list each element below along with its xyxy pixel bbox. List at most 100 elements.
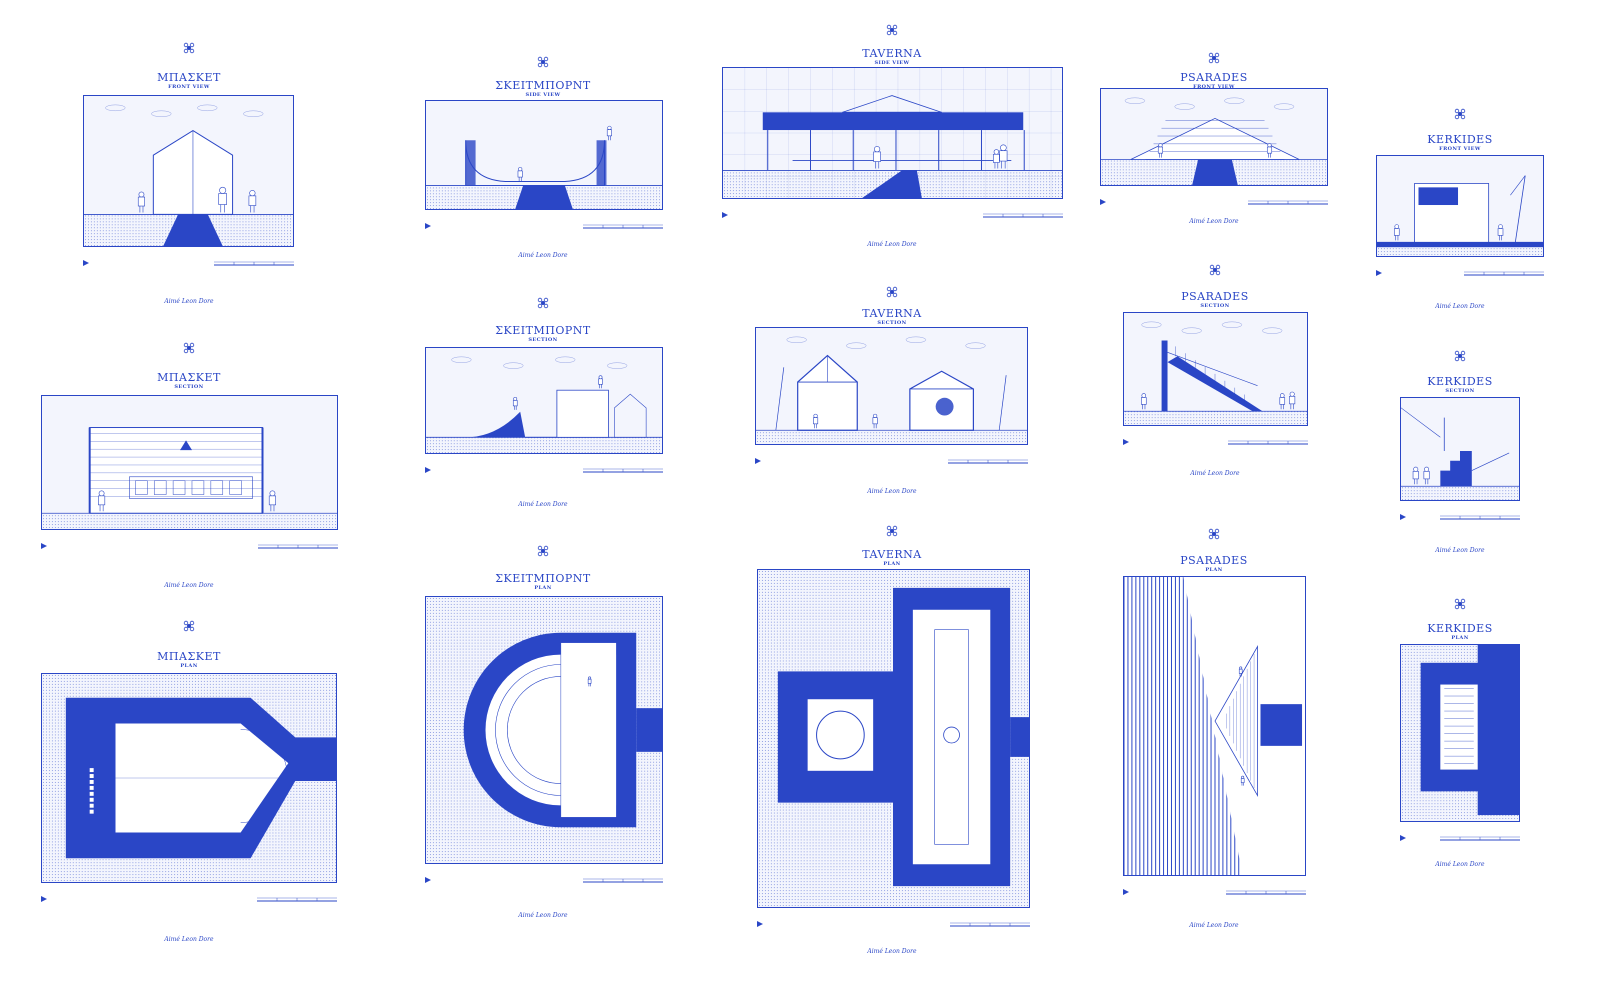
sheet-title-sub: SECTION	[528, 337, 558, 343]
north-arrow-icon	[755, 449, 763, 464]
flower-emblem-icon	[1453, 106, 1467, 120]
scale-bar	[983, 203, 1063, 218]
architectural-drawing	[722, 67, 1063, 199]
sheet-title-sub: FRONT VIEW	[168, 84, 210, 90]
north-arrow-icon	[425, 868, 433, 883]
north-arrow-icon	[41, 534, 49, 549]
signature-text: Aimé Leon Dore	[867, 948, 917, 955]
sheet-title-main: KERKIDES	[1427, 622, 1493, 635]
sheet-title-main: ΜΠΑΣΚΕΤ	[157, 650, 221, 663]
sheet-title-main: TAVERNA	[862, 307, 922, 320]
sheet-title-sub: SECTION	[1445, 388, 1475, 394]
architectural-drawing	[41, 673, 337, 883]
scale-bar	[948, 449, 1028, 464]
sheet-title-main: PSARADES	[1180, 554, 1248, 567]
north-arrow-icon	[1123, 880, 1131, 895]
signature-text: Aimé Leon Dore	[164, 936, 214, 943]
sheet-title-main: KERKIDES	[1427, 133, 1493, 146]
architectural-drawing	[755, 327, 1028, 445]
architectural-drawing	[1100, 88, 1328, 186]
scale-bar	[1440, 505, 1520, 520]
north-arrow-icon	[722, 203, 730, 218]
flower-emblem-icon	[536, 295, 550, 309]
flower-emblem-icon	[885, 22, 899, 36]
architectural-drawing	[41, 395, 338, 530]
signature-text: Aimé Leon Dore	[1189, 922, 1239, 929]
signature-text: Aimé Leon Dore	[518, 501, 568, 508]
flower-emblem-icon	[536, 54, 550, 68]
flower-emblem-icon	[536, 543, 550, 557]
sheet-title-sub: FRONT VIEW	[1193, 84, 1235, 90]
sheet-title-sub: SIDE VIEW	[525, 92, 561, 98]
signature-text: Aimé Leon Dore	[518, 912, 568, 919]
sheet-title-sub: SECTION	[1200, 303, 1230, 309]
sheet-title-sub: PLAN	[534, 585, 552, 591]
architectural-drawing	[425, 596, 663, 864]
scale-bar	[214, 251, 294, 266]
scale-bar	[1226, 880, 1306, 895]
sheet-title-sub: FRONT VIEW	[1439, 146, 1481, 152]
architectural-drawing	[1400, 397, 1520, 501]
sheet-title-sub: PLAN	[1205, 567, 1223, 573]
architectural-drawing	[425, 347, 663, 454]
scale-bar	[583, 868, 663, 883]
north-arrow-icon	[757, 912, 765, 927]
scale-bar	[950, 912, 1030, 927]
signature-text: Aimé Leon Dore	[1189, 218, 1239, 225]
north-arrow-icon	[83, 251, 91, 266]
scale-bar	[1228, 430, 1308, 445]
north-arrow-icon	[41, 887, 49, 902]
sheet-title-main: ΜΠΑΣΚΕΤ	[157, 371, 221, 384]
sheet-title-sub: PLAN	[883, 561, 901, 567]
north-arrow-icon	[1400, 505, 1408, 520]
sheet-title-sub: PLAN	[1451, 635, 1469, 641]
architectural-drawing	[425, 100, 663, 210]
architectural-drawing	[1400, 644, 1520, 822]
sheet-title-main: ΣΚΕΙΤΜΠΟΡΝΤ	[495, 572, 591, 585]
architectural-drawing	[1123, 576, 1306, 876]
signature-text: Aimé Leon Dore	[1435, 303, 1485, 310]
flower-emblem-icon	[1453, 348, 1467, 362]
signature-text: Aimé Leon Dore	[518, 252, 568, 259]
architectural-drawing	[757, 569, 1030, 908]
signature-text: Aimé Leon Dore	[1435, 861, 1485, 868]
flower-emblem-icon	[1207, 50, 1221, 64]
flower-emblem-icon	[1207, 526, 1221, 540]
flower-emblem-icon	[182, 40, 196, 54]
sheet-title-sub: SECTION	[877, 320, 907, 326]
flower-emblem-icon	[182, 340, 196, 354]
scale-bar	[257, 887, 337, 902]
flower-emblem-icon	[885, 284, 899, 298]
sheet-title-main: PSARADES	[1180, 71, 1248, 84]
flower-emblem-icon	[182, 618, 196, 632]
north-arrow-icon	[1123, 430, 1131, 445]
north-arrow-icon	[1100, 190, 1108, 205]
sheet-title-sub: PLAN	[180, 663, 198, 669]
north-arrow-icon	[425, 214, 433, 229]
north-arrow-icon	[1400, 826, 1408, 841]
sheet-title-main: ΣΚΕΙΤΜΠΟΡΝΤ	[495, 324, 591, 337]
signature-text: Aimé Leon Dore	[1190, 470, 1240, 477]
sheet-title-main: TAVERNA	[862, 548, 922, 561]
sheet-title-main: PSARADES	[1181, 290, 1249, 303]
architectural-drawing	[1123, 312, 1308, 426]
scale-bar	[1440, 826, 1520, 841]
sheet-title-main: ΜΠΑΣΚΕΤ	[157, 71, 221, 84]
signature-text: Aimé Leon Dore	[867, 488, 917, 495]
signature-text: Aimé Leon Dore	[164, 582, 214, 589]
